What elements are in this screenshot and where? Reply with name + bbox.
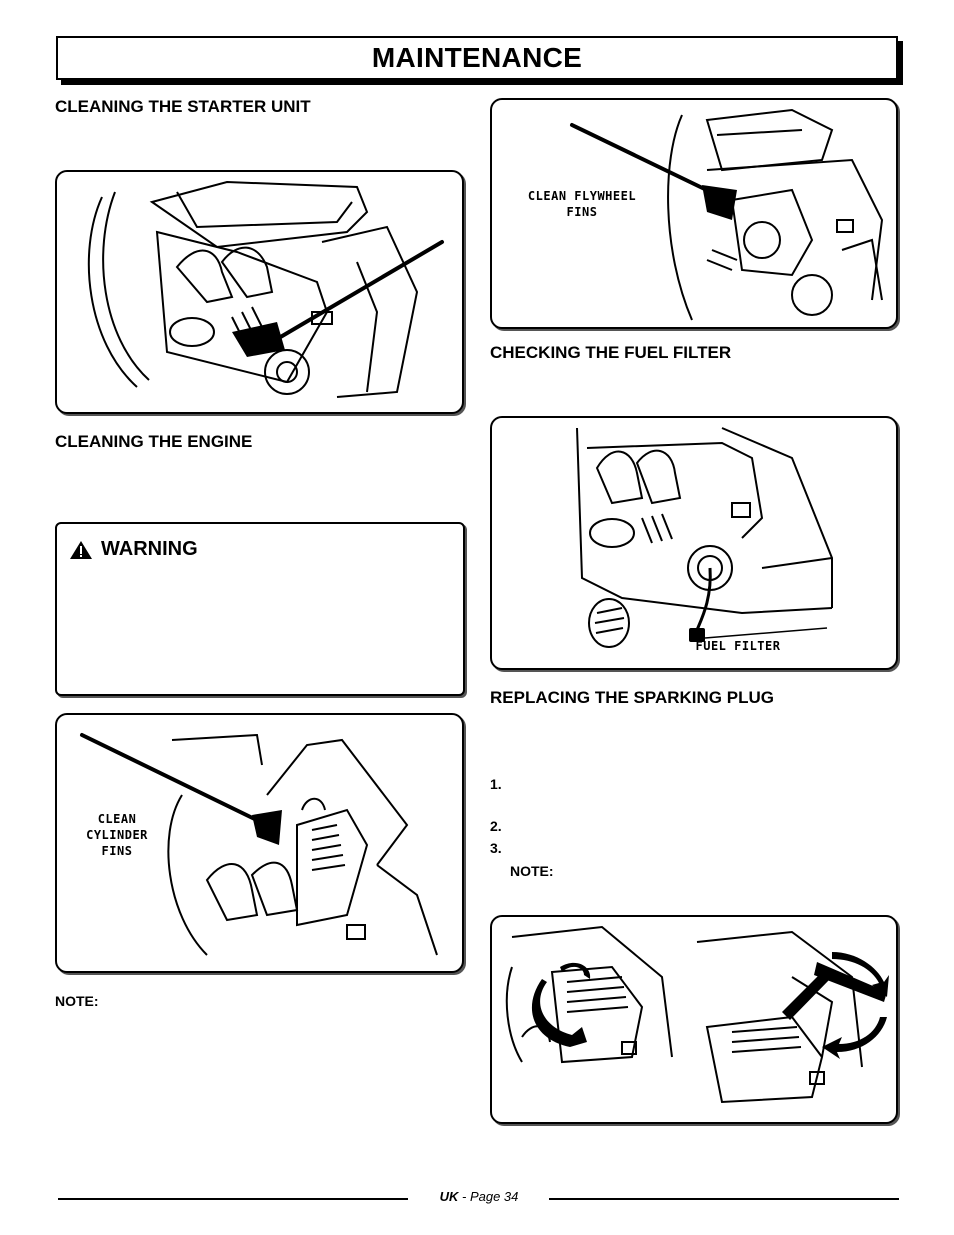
- footer-separator: -: [458, 1189, 470, 1204]
- step-2-number: 2.: [490, 818, 502, 834]
- chainsaw-fuel-filter-illustration: [576, 427, 833, 648]
- step-1-number: 1.: [490, 776, 502, 792]
- flywheel-fins-label: CLEAN FLYWHEEL FINS: [520, 188, 644, 220]
- footer-region: UK: [439, 1189, 459, 1204]
- figure-spark-plug: [490, 915, 898, 1124]
- spark-plug-illustration: [505, 925, 889, 1104]
- page-title-box: MAINTENANCE: [56, 36, 898, 80]
- footer-page-number: Page 34: [469, 1189, 519, 1204]
- chainsaw-cylinder-illustration: [80, 733, 438, 956]
- footer-page-label: UK - Page 34: [410, 1189, 548, 1204]
- fuel-filter-label: FUEL FILTER: [695, 639, 781, 653]
- cylinder-fins-label: CLEAN CYLINDER FINS: [75, 811, 159, 859]
- cylinder-label-line2: CYLINDER: [86, 828, 148, 842]
- heading-spark-plug: REPLACING THE SPARKING PLUG: [490, 688, 774, 707]
- chainsaw-flywheel-illustration: [570, 108, 884, 321]
- right-note-label: NOTE:: [510, 863, 554, 879]
- figure-cylinder: CLEAN CYLINDER FINS: [55, 713, 464, 973]
- chainsaw-starter-illustration: [87, 180, 444, 398]
- footer-rule-right: [549, 1198, 899, 1200]
- figure-fuel-filter: FUEL FILTER: [490, 416, 898, 670]
- left-note-label: NOTE:: [55, 993, 99, 1009]
- flywheel-label-line2: FINS: [566, 205, 598, 219]
- flywheel-label-line1: CLEAN FLYWHEEL: [527, 189, 637, 203]
- footer-rule-left: [58, 1198, 408, 1200]
- step-3-number: 3.: [490, 840, 502, 856]
- warning-triangle-icon: [70, 540, 92, 559]
- cylinder-label-line1: CLEAN: [97, 812, 137, 826]
- figure-starter-unit: [55, 170, 464, 414]
- figure-flywheel: CLEAN FLYWHEEL FINS: [490, 98, 898, 329]
- warning-title: WARNING: [69, 538, 198, 561]
- warning-box: WARNING: [55, 522, 465, 696]
- warning-title-text: WARNING: [101, 538, 198, 560]
- cylinder-label-line3: FINS: [101, 844, 133, 858]
- heading-starter-unit: CLEANING THE STARTER UNIT: [55, 97, 311, 116]
- heading-engine: CLEANING THE ENGINE: [55, 432, 253, 451]
- page-title: MAINTENANCE: [371, 42, 583, 73]
- heading-fuel-filter: CHECKING THE FUEL FILTER: [490, 343, 732, 362]
